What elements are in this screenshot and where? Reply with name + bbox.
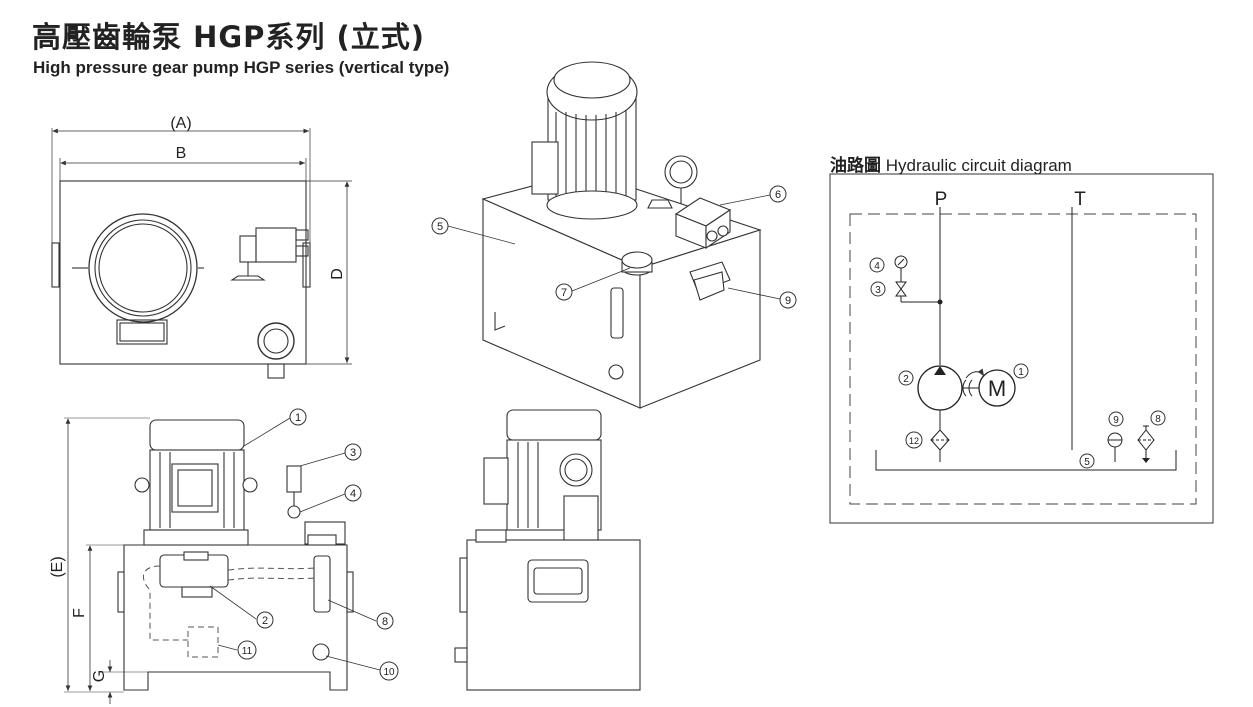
port-t-label: T [1074, 189, 1086, 210]
callout-11: 11 [237, 640, 257, 660]
dim-label-g: G [91, 670, 108, 682]
hydraulic-circuit: M P T 4 3 2 1 12 9 8 5 [829, 173, 1214, 524]
motor-symbol-label: M [988, 376, 1006, 401]
svg-text:12: 12 [909, 436, 919, 446]
svg-text:8: 8 [382, 616, 388, 628]
front-view-leaders [209, 417, 381, 671]
circuit-callout-12: 12 [905, 431, 923, 449]
svg-text:11: 11 [242, 646, 253, 657]
callout-5: 5 [431, 217, 449, 235]
side-view [454, 409, 641, 691]
circuit-title: 油路圖 Hydraulic circuit diagram [830, 151, 1072, 176]
callout-1: 1 [289, 408, 307, 426]
circuit-callout-5: 5 [1079, 453, 1095, 469]
svg-text:2: 2 [262, 615, 268, 627]
circuit-callout-8: 8 [1150, 410, 1166, 426]
circuit-callout-4: 4 [869, 257, 885, 273]
callout-3: 3 [344, 443, 362, 461]
front-view [117, 419, 354, 691]
front-view-hidden-lines [142, 565, 316, 658]
svg-text:7: 7 [561, 287, 567, 299]
callout-10: 10 [379, 661, 399, 681]
svg-text:3: 3 [350, 447, 356, 459]
svg-text:4: 4 [350, 488, 356, 500]
port-p-label: P [935, 189, 948, 210]
svg-text:1: 1 [295, 412, 301, 424]
top-view [51, 128, 352, 379]
svg-text:5: 5 [437, 221, 443, 233]
svg-text:1: 1 [1018, 367, 1024, 378]
dim-label-d: D [329, 268, 346, 280]
dim-label-a: (A) [170, 115, 191, 132]
circuit-callout-2: 2 [898, 370, 914, 386]
svg-text:5: 5 [1084, 457, 1090, 468]
dim-label-f: F [71, 608, 88, 618]
circuit-title-chinese: 油路圖 [830, 156, 881, 176]
iso-view [481, 61, 762, 409]
iso-view-leaders [447, 194, 781, 300]
callout-6: 6 [769, 185, 787, 203]
title-english: High pressure gear pump HGP series (vert… [33, 58, 450, 77]
svg-text:9: 9 [785, 295, 791, 307]
svg-text:10: 10 [383, 667, 395, 678]
dim-label-b: B [176, 145, 187, 162]
svg-text:6: 6 [775, 189, 781, 201]
front-view-callouts: 1 3 4 2 8 11 10 [237, 408, 399, 681]
circuit-title-english: Hydraulic circuit diagram [885, 156, 1072, 175]
front-view-dimensions [64, 417, 150, 704]
title-chinese: 高壓齒輪泵 HGP系列 (立式) [32, 20, 426, 54]
circuit-callout-1: 1 [1013, 363, 1029, 379]
callout-9: 9 [779, 291, 797, 309]
callout-8: 8 [376, 612, 394, 630]
svg-text:3: 3 [875, 285, 881, 296]
callout-7: 7 [555, 283, 573, 301]
svg-text:9: 9 [1113, 415, 1119, 426]
callout-4: 4 [344, 484, 362, 502]
circuit-callout-9: 9 [1108, 411, 1124, 427]
callout-2: 2 [256, 611, 274, 629]
svg-text:4: 4 [874, 261, 880, 272]
svg-text:2: 2 [903, 374, 909, 385]
dim-label-e: (E) [49, 556, 66, 577]
svg-text:8: 8 [1155, 414, 1161, 425]
circuit-callout-3: 3 [870, 281, 886, 297]
iso-view-callouts: 5 6 7 9 [431, 185, 797, 309]
